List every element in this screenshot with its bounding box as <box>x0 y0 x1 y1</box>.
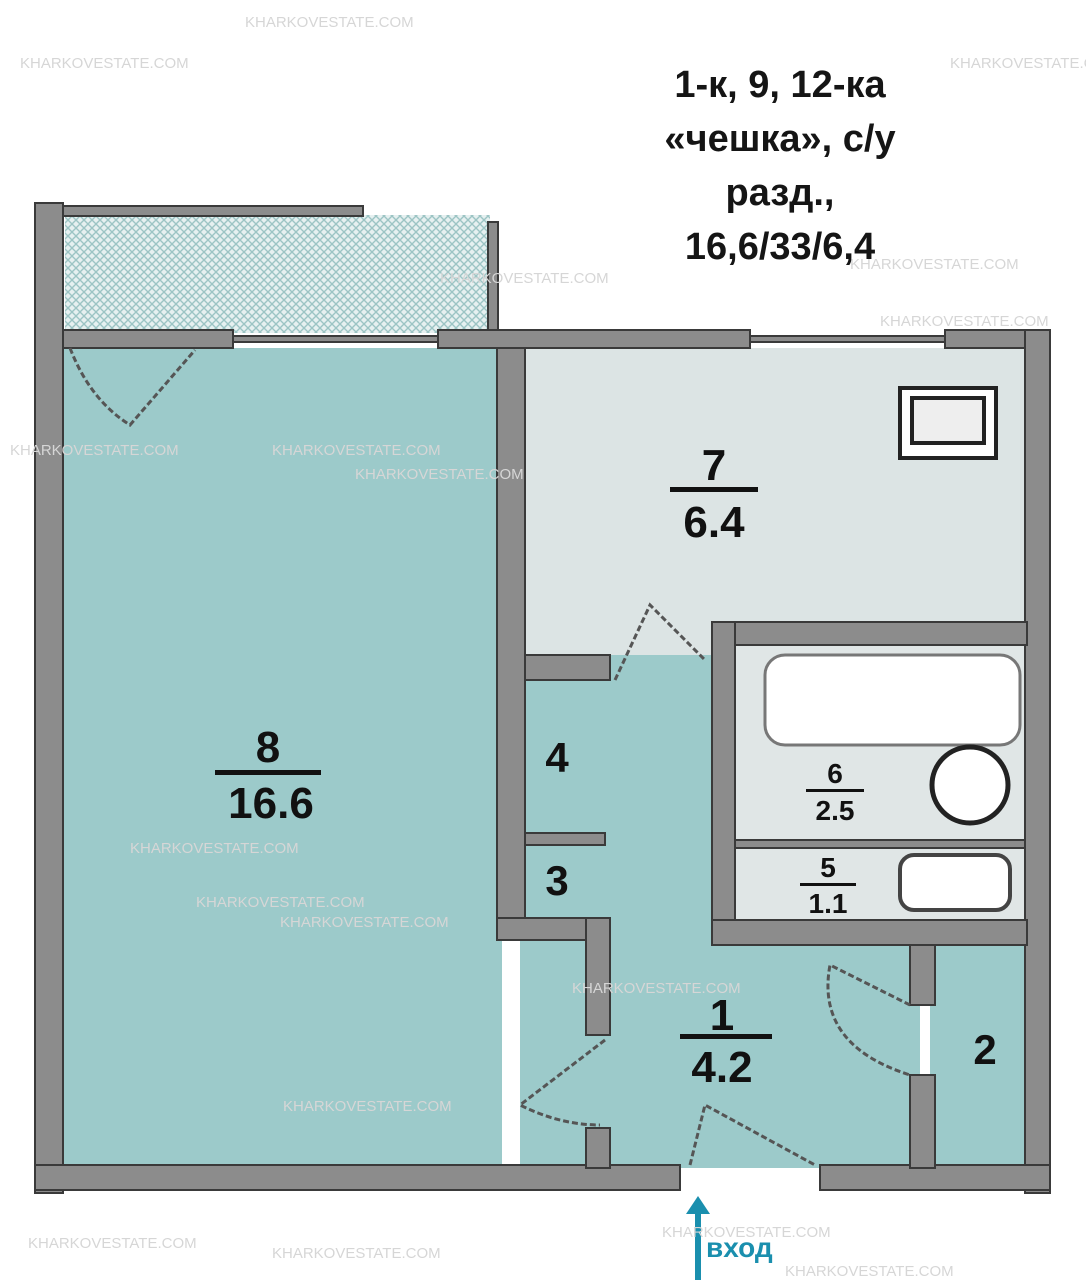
watermark: KHARKOVESTATE.COM <box>785 1263 954 1280</box>
watermark: KHARKOVESTATE.COM <box>10 442 179 459</box>
room-7-area: 6.4 <box>683 498 745 547</box>
room-2-number: 2 <box>973 1026 996 1073</box>
room-1-area: 4.2 <box>691 1043 752 1092</box>
entrance-label: вход <box>706 1232 773 1263</box>
listing-title: 1-к, 9, 12-ка «чешка», с/у разд., 16,6/3… <box>560 58 1000 274</box>
watermark: KHARKOVESTATE.COM <box>283 1098 452 1115</box>
doors <box>68 347 911 1167</box>
balcony <box>65 215 490 333</box>
room-3-number: 3 <box>545 857 568 904</box>
watermark: KHARKOVESTATE.COM <box>662 1224 831 1241</box>
washbasin-icon <box>929 744 1011 826</box>
room-8-floor <box>62 348 502 1168</box>
room-6-number: 6 <box>827 758 843 789</box>
fraction-bar <box>215 770 321 775</box>
toilet-icon <box>898 853 1012 912</box>
fraction-bar <box>800 883 856 886</box>
title-line-2: «чешка», с/у <box>664 118 896 160</box>
watermark: KHARKOVESTATE.COM <box>130 840 299 857</box>
watermark: KHARKOVESTATE.COM <box>28 1235 197 1252</box>
watermark: KHARKOVESTATE.COM <box>20 55 189 72</box>
watermark: KHARKOVESTATE.COM <box>272 1245 441 1262</box>
room-8-number: 8 <box>256 723 280 772</box>
walls <box>34 202 1051 1194</box>
room-7-number: 7 <box>702 441 726 490</box>
watermark: KHARKOVESTATE.COM <box>572 980 741 997</box>
watermark: KHARKOVESTATE.COM <box>355 466 524 483</box>
sink-icon <box>898 386 998 460</box>
title-line-3: разд., <box>725 172 835 214</box>
watermark: KHARKOVESTATE.COM <box>280 914 449 931</box>
watermark: KHARKOVESTATE.COM <box>272 442 441 459</box>
room-1-number: 1 <box>710 991 734 1040</box>
watermark: KHARKOVESTATE.COM <box>950 55 1086 72</box>
fraction-bar <box>680 1034 772 1039</box>
watermark: KHARKOVESTATE.COM <box>850 256 1019 273</box>
title-line-4: 16,6/33/6,4 <box>684 226 876 268</box>
room-5-area: 1.1 <box>809 888 848 919</box>
entrance-arrow-icon <box>686 1196 710 1280</box>
watermark: KHARKOVESTATE.COM <box>196 894 365 911</box>
watermark: KHARKOVESTATE.COM <box>245 14 414 31</box>
room-4-number: 4 <box>545 734 569 781</box>
room-8-area: 16.6 <box>228 779 314 828</box>
watermark: KHARKOVESTATE.COM <box>880 313 1049 330</box>
fraction-bar <box>806 789 864 792</box>
watermark: KHARKOVESTATE.COM <box>440 270 609 287</box>
bathtub-icon <box>763 653 1022 747</box>
fraction-bar <box>670 487 758 492</box>
room-5-number: 5 <box>820 852 836 883</box>
title-line-1: 1-к, 9, 12-ка <box>674 64 886 106</box>
room-6-area: 2.5 <box>816 795 855 826</box>
room-2-floor <box>930 940 1027 1168</box>
